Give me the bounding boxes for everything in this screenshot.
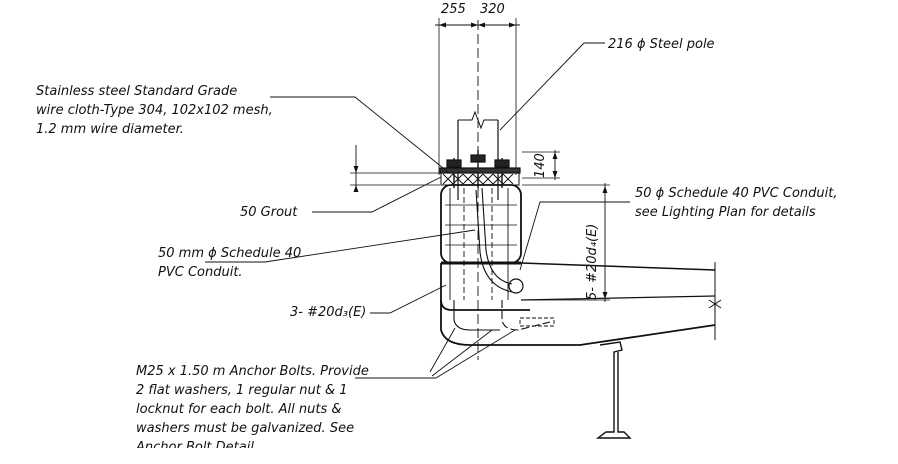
leader-anchor-2 xyxy=(431,329,493,377)
label-anchor-bolts: M25 x 1.50 m Anchor Bolts. Provide 2 fla… xyxy=(136,362,369,448)
pvc-conduit-bend xyxy=(481,187,513,285)
label-pvc-conduit-left: 50 mm ϕ Schedule 40 PVC Conduit. xyxy=(158,244,301,282)
anchor-line-3: locknut for each bolt. All nuts & xyxy=(136,402,342,417)
dim-cap-height: 140 xyxy=(533,153,548,178)
label-steel-pole: 216 ϕ Steel pole xyxy=(608,37,715,52)
dim-arrows-top xyxy=(439,22,516,28)
nut-2 xyxy=(470,154,486,163)
slab-top-edge xyxy=(520,262,716,271)
wire-cloth-line-3: 1.2 mm wire diameter. xyxy=(36,122,184,137)
dim-left-arrows xyxy=(353,166,359,192)
pole-break-symbol xyxy=(458,110,498,130)
pvc-left-line-2: PVC Conduit. xyxy=(158,265,243,280)
dim-top-right: 320 xyxy=(480,2,505,17)
deck-haunch xyxy=(440,300,716,346)
dim-rebar-label: 5- #20d₄(E) xyxy=(585,223,600,300)
pvc-right-line-2: see Lighting Plan for details xyxy=(635,205,816,220)
anchor-line-5: Anchor Bolt Detail. xyxy=(136,440,259,448)
anchor-line-2: 2 flat washers, 1 regular nut & 1 xyxy=(136,383,348,398)
leader-wire-cloth xyxy=(270,96,449,173)
conduit-end xyxy=(508,278,524,294)
leader-steel-pole xyxy=(499,42,605,131)
label-wire-cloth: Stainless steel Standard Grade wire clot… xyxy=(36,82,273,139)
leader-grout xyxy=(312,176,442,213)
leader-anchor-1 xyxy=(429,327,456,373)
dim-140-arrows xyxy=(552,152,558,178)
slab-mid-line xyxy=(520,295,716,301)
anchor-line-4: washers must be galvanized. See xyxy=(136,421,355,436)
pvc-conduit-bend-inner xyxy=(475,189,513,293)
leader-pvc-left xyxy=(205,229,476,263)
anchor-bolt-hook-1 xyxy=(453,300,500,331)
pvc-right-line-1: 50 ϕ Schedule 40 PVC Conduit, xyxy=(635,186,838,201)
leader-pvc-right xyxy=(519,201,630,271)
anchor-bolt-hook-2 xyxy=(501,300,551,331)
wire-cloth-mesh xyxy=(442,173,514,185)
anchor-plate xyxy=(519,317,555,327)
pvc-left-line-1: 50 mm ϕ Schedule 40 xyxy=(158,246,302,261)
label-grout: 50 Grout xyxy=(240,205,298,220)
nut-3 xyxy=(494,159,510,168)
leader-anchor-3 xyxy=(435,329,516,379)
base-plate xyxy=(439,167,521,174)
pedestal xyxy=(440,184,522,264)
label-pvc-conduit-right: 50 ϕ Schedule 40 PVC Conduit, see Lighti… xyxy=(635,184,837,222)
dim-top-left: 255 xyxy=(441,2,466,17)
leader-rebar xyxy=(370,284,447,314)
wire-cloth-line-1: Stainless steel Standard Grade xyxy=(36,84,238,99)
anchor-line-1: M25 x 1.50 m Anchor Bolts. Provide xyxy=(136,364,369,379)
label-rebar: 3- #20d₃(E) xyxy=(290,305,367,320)
steel-girder xyxy=(595,341,632,439)
wire-cloth-line-2: wire cloth-Type 304, 102x102 mesh, xyxy=(36,103,273,118)
slab-break xyxy=(708,262,722,340)
nut-1 xyxy=(446,159,462,168)
